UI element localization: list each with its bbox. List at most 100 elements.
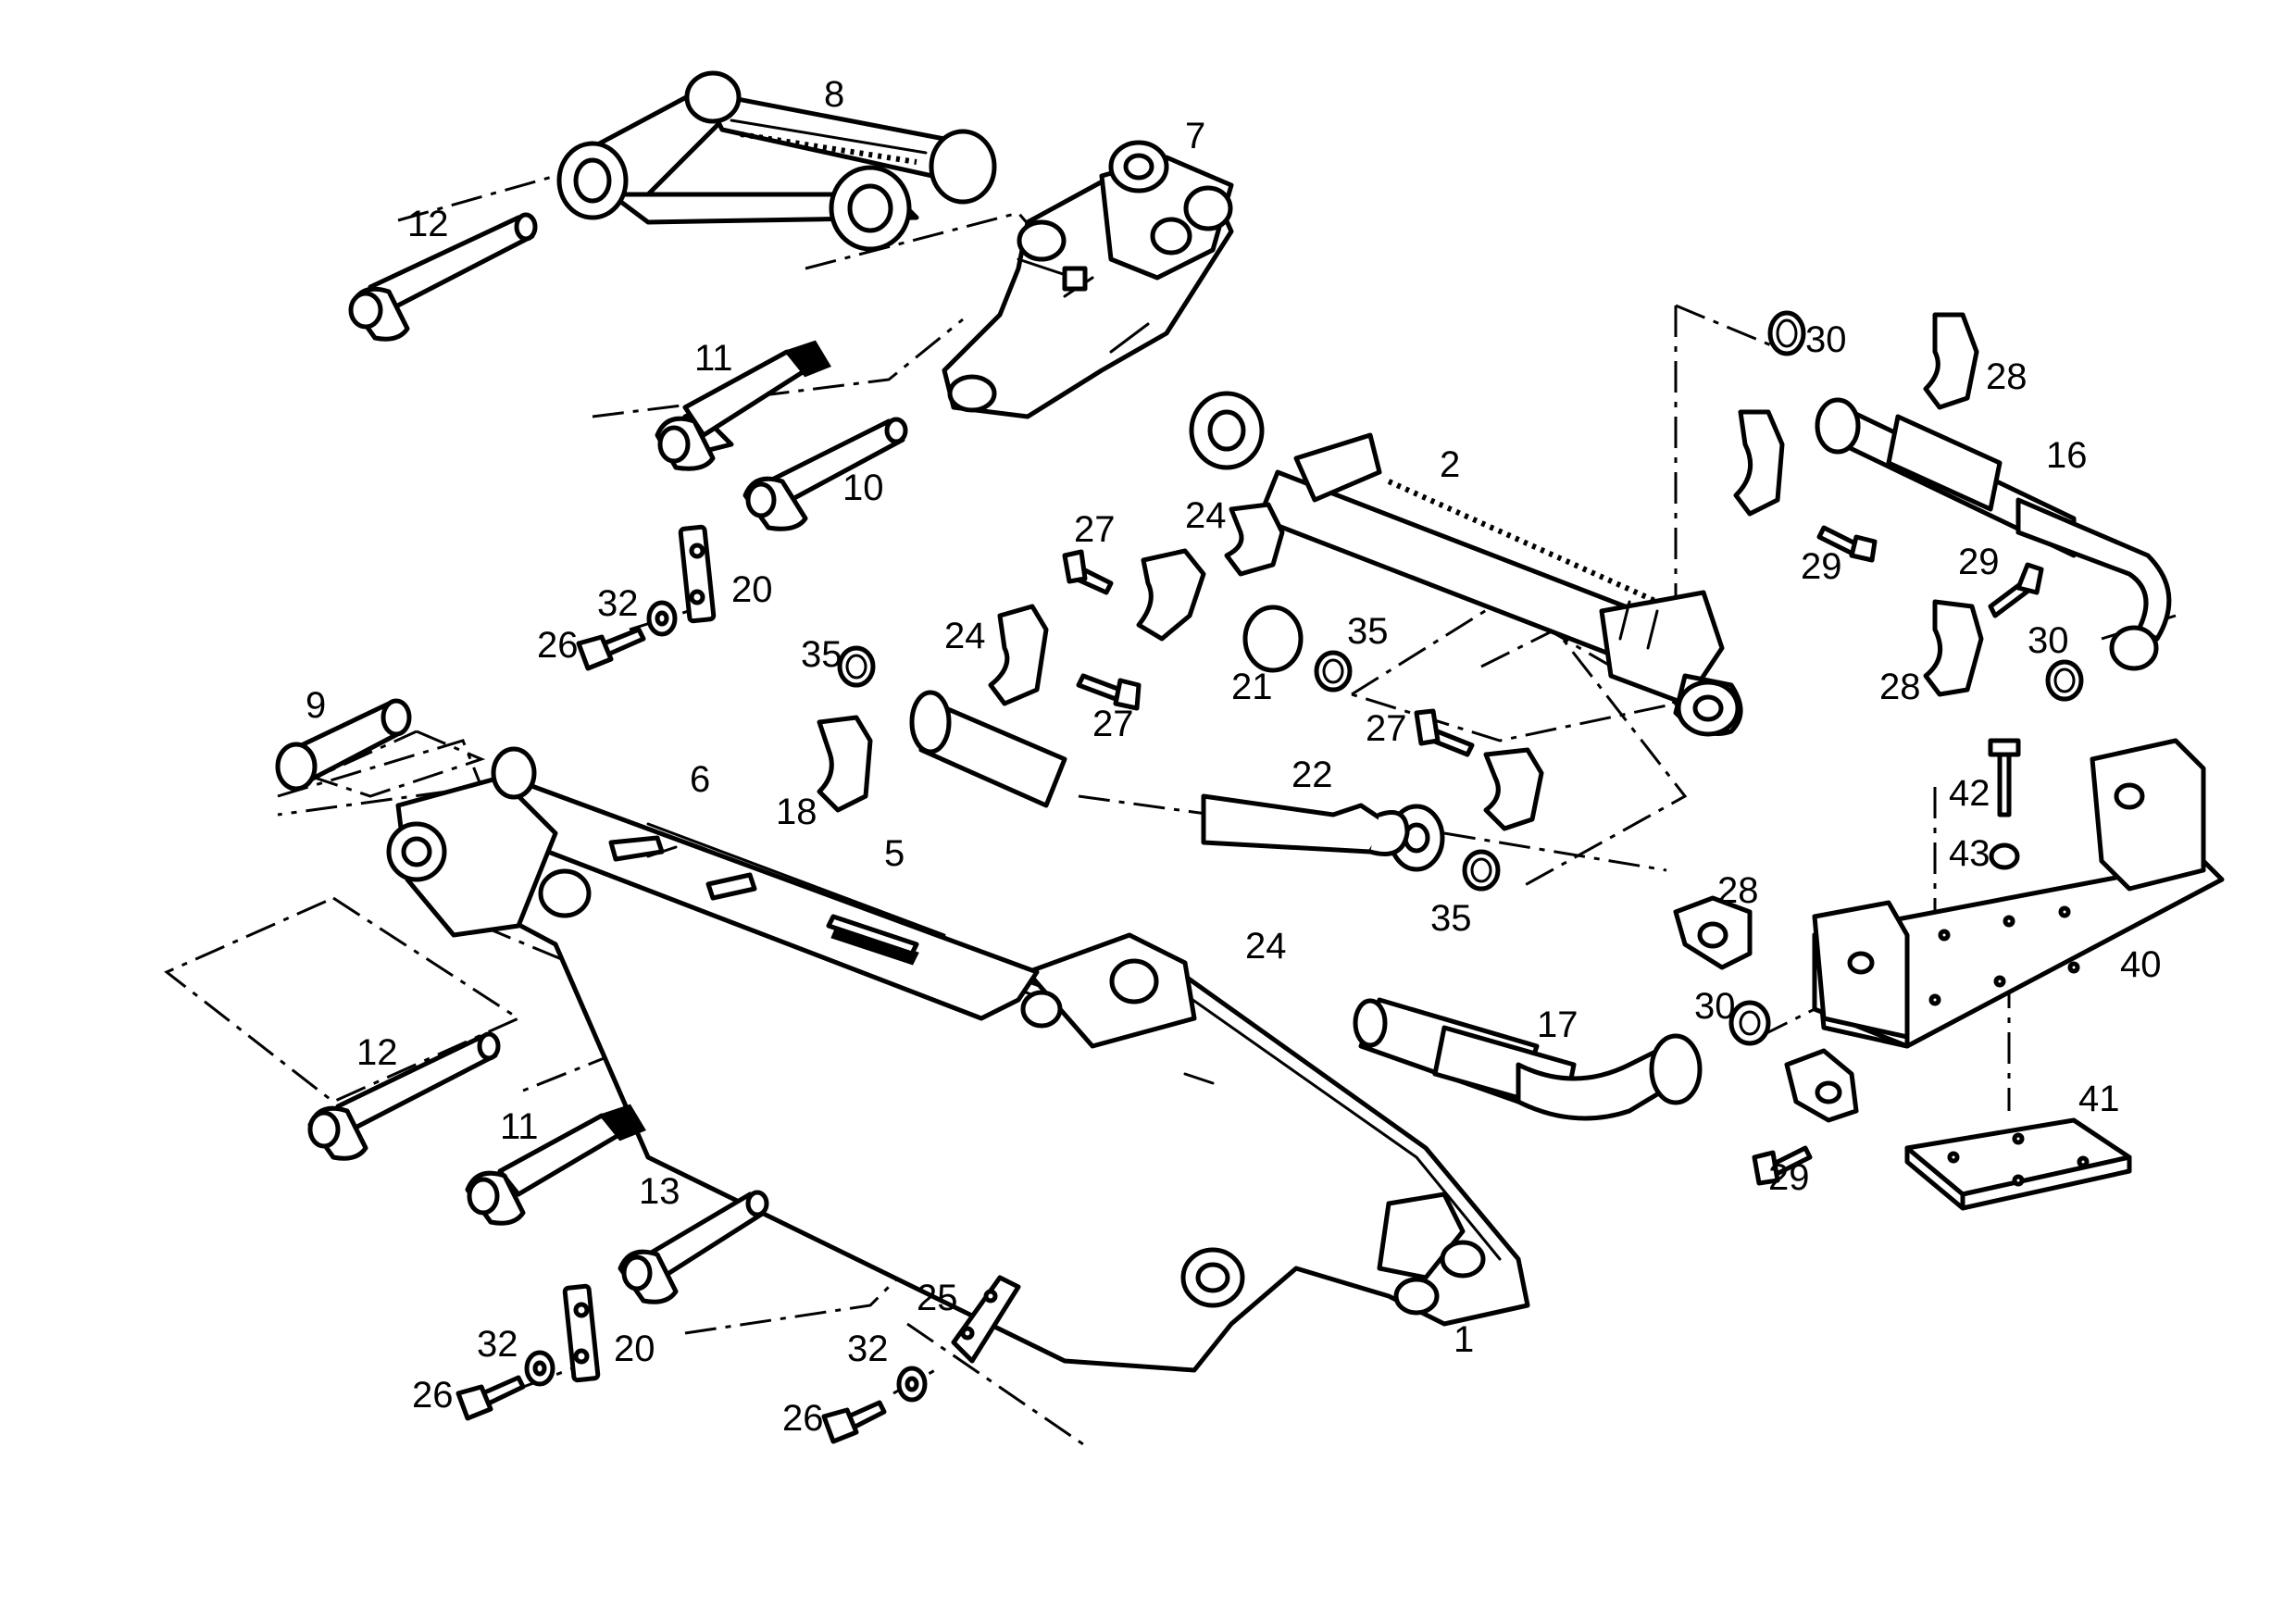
callout-17: 17: [1537, 1004, 1578, 1045]
part-24-clamp-b: [1136, 548, 1206, 642]
callout-28-a: 28: [1986, 356, 2028, 397]
callout-9: 9: [306, 685, 326, 726]
part-18-sensor: [705, 872, 757, 901]
part-29-bolt-c: [1752, 1145, 1813, 1186]
callout-30-b: 30: [2028, 620, 2069, 661]
callout-13: 13: [639, 1171, 680, 1212]
callout-24-b: 24: [944, 616, 986, 656]
part-24-clamp-e: [1483, 747, 1544, 831]
part-6-sensor: [608, 835, 678, 862]
callout-41: 41: [2078, 1079, 2120, 1119]
part-8-upper-link: [556, 70, 997, 252]
callout-29-b: 29: [1958, 542, 2000, 582]
part-7-bracket: [942, 140, 1234, 419]
part-12-pin-upper: [348, 212, 538, 342]
part-35-oring-b: [837, 645, 876, 688]
callout-29-a: 29: [1801, 546, 1842, 587]
callout-35-b: 35: [1347, 611, 1389, 652]
part-21-cap: [1242, 605, 1304, 673]
callout-28-b: 28: [1879, 667, 1921, 707]
callout-8: 8: [824, 74, 844, 115]
part-28-clamp-d: [1673, 895, 1753, 970]
callout-labels: 1 2 5 6 7 8 9 10 11 11 12 12 13 16 17 18…: [306, 74, 2162, 1439]
part-9-bushing: [275, 698, 412, 792]
part-17-hose: [1353, 997, 1703, 1121]
callout-26-lower-mid: 26: [782, 1398, 824, 1439]
callout-32-upper: 32: [597, 583, 639, 624]
part-32-washer-lower-left: [524, 1350, 555, 1387]
callout-10: 10: [842, 468, 884, 508]
callout-12-lower: 12: [356, 1032, 398, 1073]
part-11-pin-upper: [655, 340, 831, 471]
part-27-bolt-a: [1062, 549, 1114, 595]
callout-40: 40: [2120, 944, 2162, 985]
part-25-plate: [951, 1275, 1021, 1364]
callout-28-c: 28: [1717, 870, 1759, 911]
callout-18: 18: [776, 792, 817, 832]
callout-26-upper: 26: [537, 625, 579, 666]
callout-1: 1: [1454, 1319, 1474, 1360]
callout-27-a: 27: [1074, 509, 1116, 550]
part-29-bolt-b: [1988, 562, 2044, 618]
part-16-hose: [1815, 397, 2172, 671]
part-20-plate-lower: [562, 1283, 601, 1383]
part-30-oring-c: [1728, 1000, 1771, 1046]
callout-24-a: 24: [1185, 495, 1227, 536]
part-26-bolt-lower-left: [455, 1375, 526, 1421]
part-28-clamp-e: [1784, 1048, 1859, 1123]
part-12-pin-lower: [307, 1031, 501, 1161]
callout-16: 16: [2046, 435, 2088, 476]
part-32-washer-lower-mid: [896, 1366, 928, 1403]
part-42-bolt: [1988, 738, 2021, 817]
callout-22: 22: [1292, 755, 1333, 795]
callout-30-c: 30: [1694, 986, 1736, 1027]
part-2-cylinder: [1189, 391, 1743, 737]
callout-12-upper: 12: [407, 204, 449, 244]
callout-29-c: 29: [1768, 1157, 1810, 1198]
part-43-washer: [1989, 842, 2020, 870]
callout-11-upper: 11: [694, 338, 733, 379]
callout-27-b: 27: [1092, 704, 1134, 744]
callout-35-a: 35: [801, 634, 842, 675]
callout-20-upper: 20: [731, 569, 773, 610]
part-30-oring-b: [2045, 659, 2084, 702]
callout-11-lower: 11: [500, 1106, 539, 1147]
callout-7: 7: [1185, 116, 1205, 156]
part-24-clamp-d: [817, 715, 873, 813]
callout-20-lower: 20: [614, 1329, 655, 1369]
callout-42: 42: [1949, 773, 1990, 814]
part-32-washer-upper: [646, 600, 678, 637]
callout-6: 6: [690, 759, 710, 800]
part-22-hose: [909, 690, 1445, 872]
callout-30-a: 30: [1805, 319, 1847, 360]
part-11-pin-lower: [465, 1104, 646, 1226]
part-40-base-plate: [1812, 738, 2225, 1049]
part-5-bar: [826, 914, 919, 956]
part-24-clamp-c: [988, 604, 1049, 706]
part-35-oring-c: [1462, 849, 1501, 892]
part-35-oring-a: [1314, 650, 1353, 692]
callout-5: 5: [884, 833, 905, 874]
part-30-oring-a: [1767, 310, 1806, 356]
part-28-clamp-b: [1733, 409, 1785, 517]
callout-32-lower-mid: 32: [847, 1329, 889, 1369]
part-24-clamp-a: [1224, 502, 1285, 577]
part-26-bolt-lower-mid: [821, 1400, 887, 1444]
callout-24-c: 24: [1245, 926, 1287, 967]
part-27-bolt-b: [1076, 673, 1142, 711]
part-27-bolt-c: [1414, 708, 1475, 757]
part-10-pin: [742, 417, 908, 531]
callout-26-lower-left: 26: [412, 1375, 454, 1416]
part-41-pad: [1904, 1117, 2132, 1211]
part-20-plate-upper: [678, 524, 717, 624]
callout-35-c: 35: [1430, 898, 1472, 939]
part-29-bolt-a: [1816, 525, 1878, 563]
part-28-clamp-a: [1923, 312, 1979, 410]
callout-27-c: 27: [1366, 708, 1407, 749]
callout-32-lower-left: 32: [477, 1324, 518, 1365]
callout-2: 2: [1440, 444, 1460, 485]
callout-43: 43: [1949, 833, 1990, 874]
callout-21: 21: [1231, 667, 1273, 707]
part-28-clamp-c: [1923, 599, 1984, 697]
